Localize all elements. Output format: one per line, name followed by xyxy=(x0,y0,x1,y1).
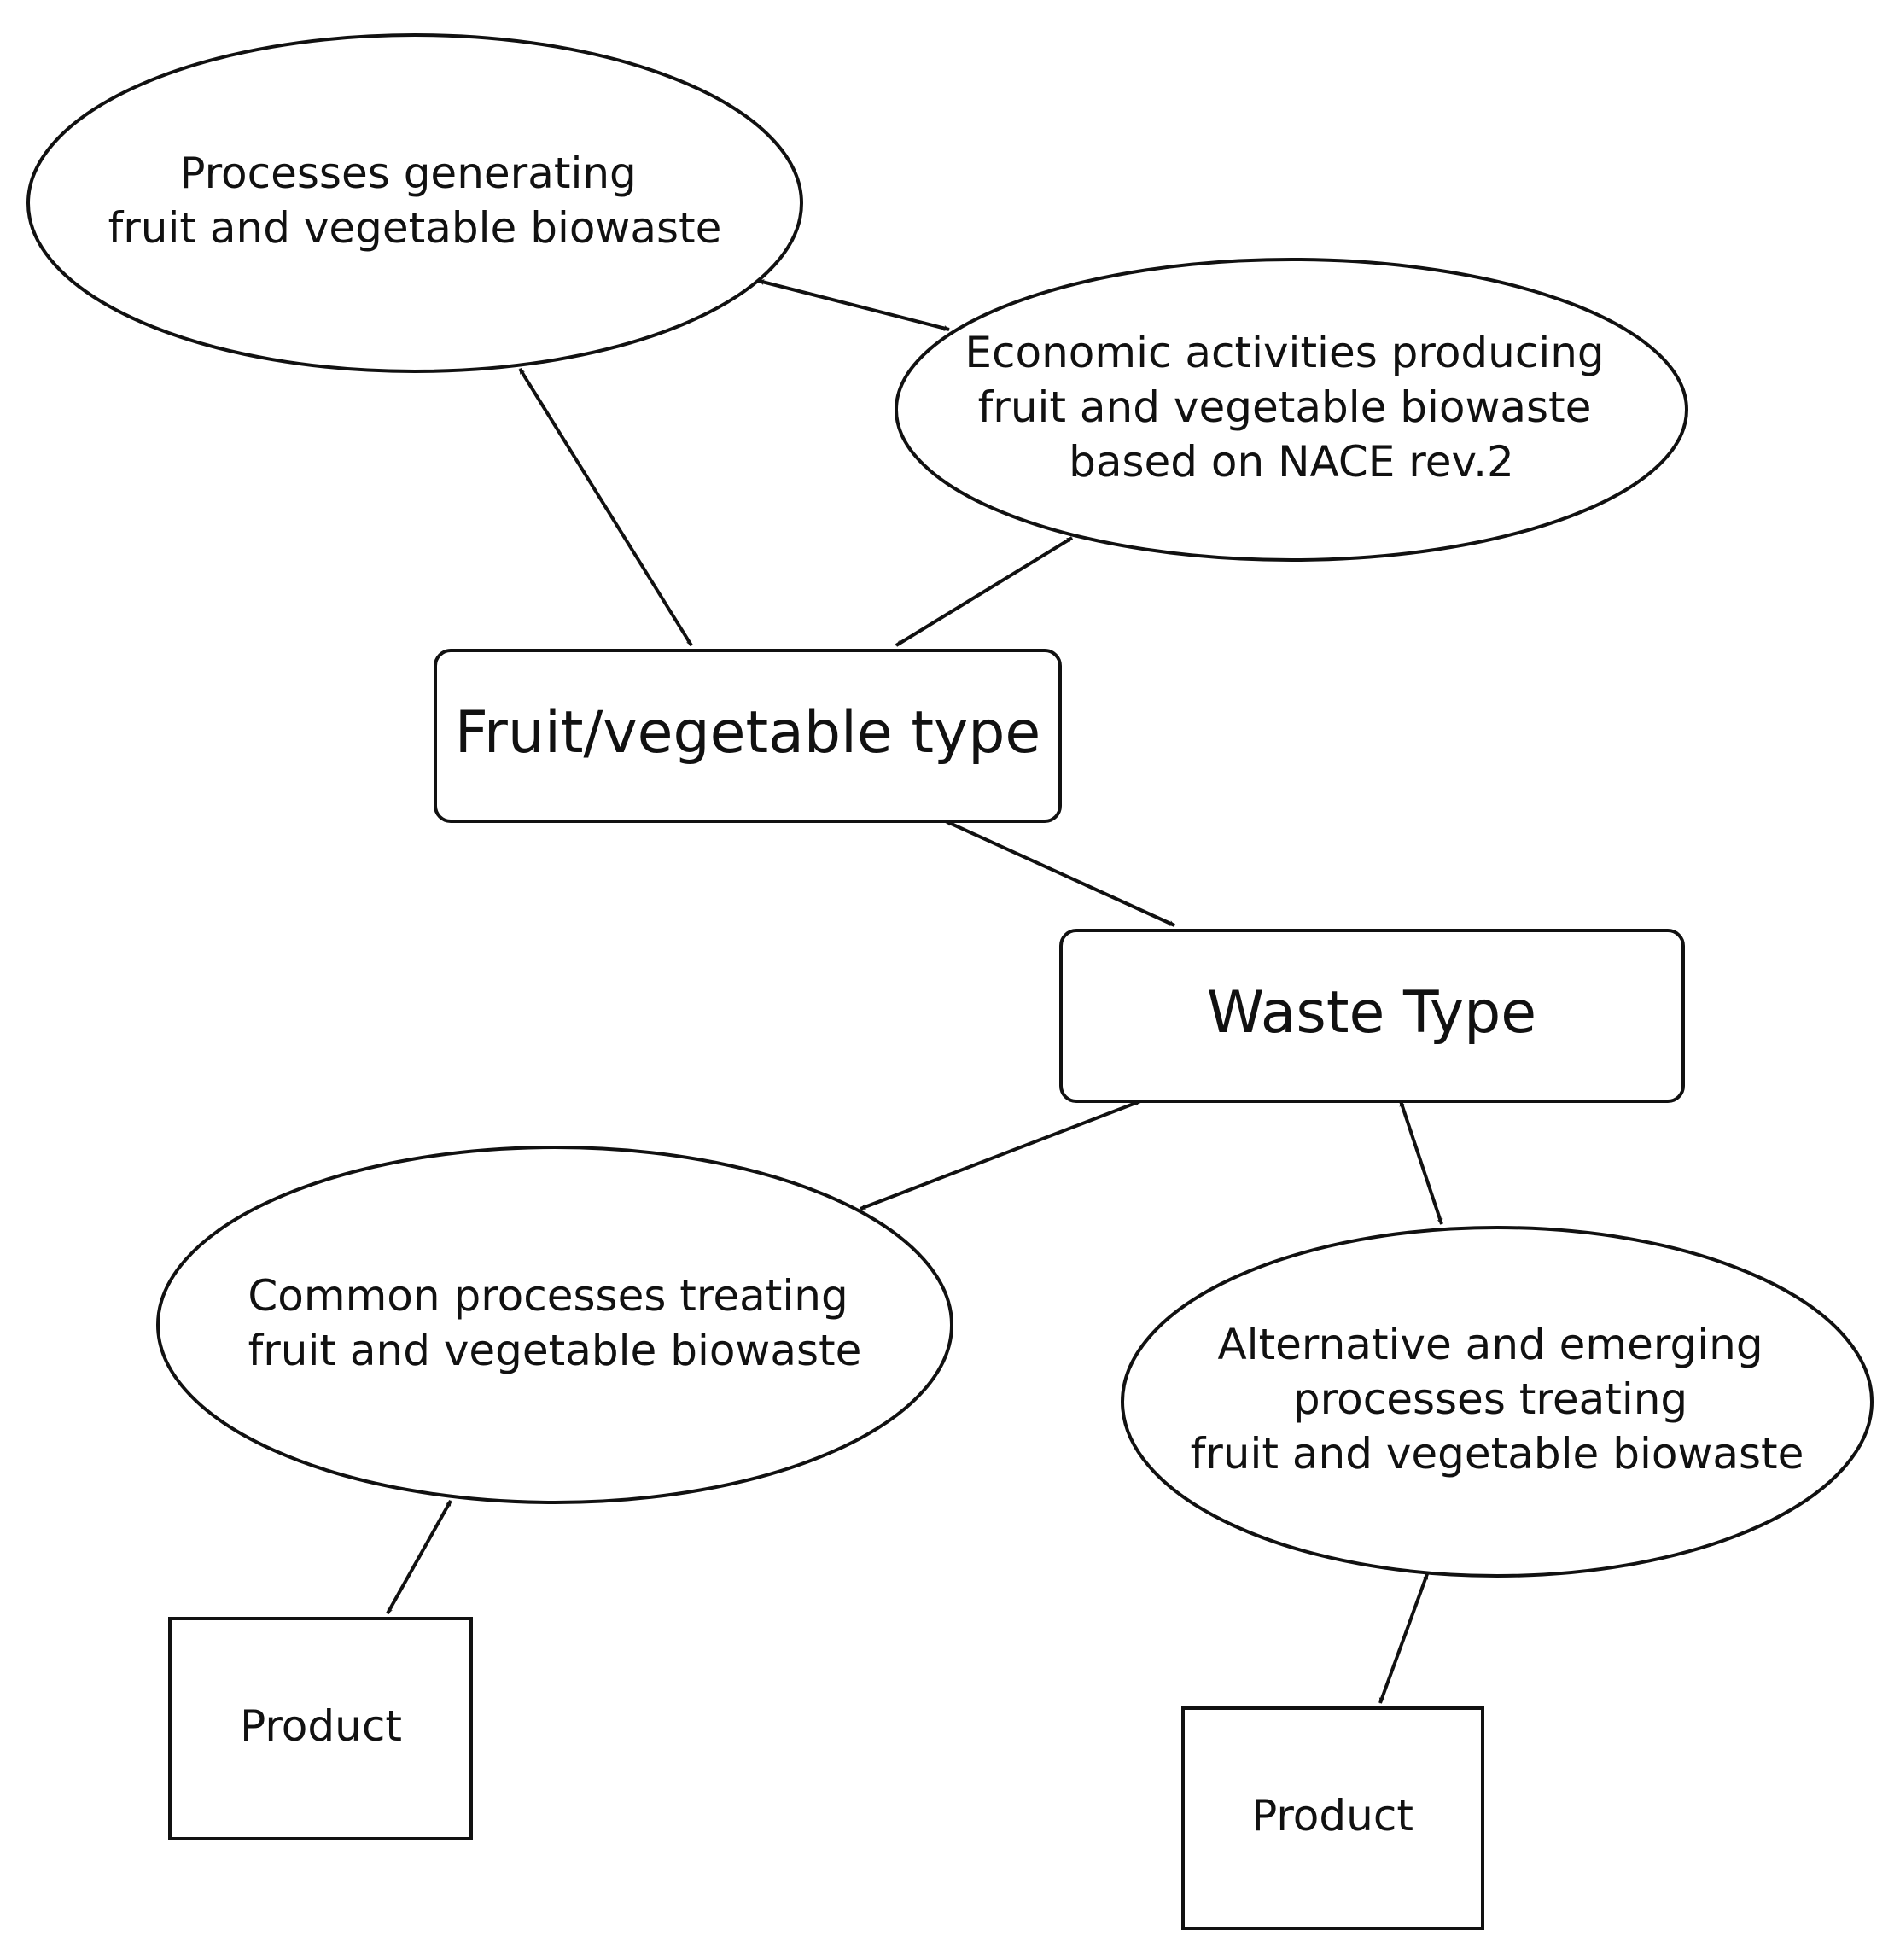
node-processes-generating: Processes generating fruit and vegetable… xyxy=(26,33,803,373)
node-alternative-processes: Alternative and emerging processes treat… xyxy=(1121,1226,1874,1578)
edge-processes-to-fruit-type xyxy=(518,367,693,647)
node-shape xyxy=(168,1617,473,1840)
node-label: Product xyxy=(240,1701,402,1751)
label-line: fruit and vegetable biowaste xyxy=(978,382,1592,432)
label-line: Waste Type xyxy=(1207,979,1536,1047)
edge-alternative-processes-to-product xyxy=(1378,1573,1429,1704)
label-line: Alternative and emerging xyxy=(1217,1320,1763,1369)
node-shape xyxy=(26,33,803,373)
edge-waste-type-to-alternative-processes xyxy=(1399,1100,1443,1225)
node-product-right: Product xyxy=(1181,1706,1484,1930)
label-line: Product xyxy=(240,1701,402,1751)
node-economic-activities: Economic activities producing fruit and … xyxy=(895,258,1688,562)
label-line: Economic activities producing xyxy=(965,328,1604,377)
edge-waste-type-to-common-processes xyxy=(860,1100,1141,1210)
node-shape xyxy=(1181,1706,1484,1930)
node-label: Fruit/vegetable type xyxy=(455,699,1041,767)
label-line: fruit and vegetable biowaste xyxy=(1191,1429,1804,1479)
edge-processes-to-economic xyxy=(758,279,950,331)
node-shape xyxy=(1059,929,1685,1103)
label-line: fruit and vegetable biowaste xyxy=(248,1326,862,1375)
node-label: Common processes treating fruit and vege… xyxy=(248,1271,861,1375)
label-line: Product xyxy=(1251,1791,1413,1840)
node-shape xyxy=(895,258,1688,562)
node-label: Economic activities producing fruit and … xyxy=(965,328,1617,487)
label-line: fruit and vegetable biowaste xyxy=(108,203,722,253)
node-waste-type: Waste Type xyxy=(1059,929,1685,1103)
node-label: Waste Type xyxy=(1207,979,1536,1047)
label-line: based on NACE rev.2 xyxy=(1069,437,1514,487)
edge-economic-to-fruit-type xyxy=(895,536,1074,647)
edges-layer xyxy=(386,279,1443,1704)
edge-fruit-type-to-waste-type xyxy=(945,820,1175,927)
label-line: Fruit/vegetable type xyxy=(455,699,1041,767)
node-shape xyxy=(1121,1226,1874,1578)
node-fruit-vegetable-type: Fruit/vegetable type xyxy=(434,649,1062,823)
label-line: Processes generating xyxy=(179,149,636,198)
node-label: Product xyxy=(1251,1791,1413,1840)
node-label: Alternative and emerging processes treat… xyxy=(1191,1320,1804,1479)
label-line: processes treating xyxy=(1293,1374,1687,1424)
node-shape xyxy=(434,649,1062,823)
node-label: Processes generating fruit and vegetable… xyxy=(108,149,722,253)
node-product-left: Product xyxy=(168,1617,473,1840)
edge-common-processes-to-product xyxy=(386,1500,452,1614)
node-common-processes: Common processes treating fruit and vege… xyxy=(156,1146,953,1504)
node-shape xyxy=(156,1146,953,1504)
label-line: Common processes treating xyxy=(248,1271,848,1321)
